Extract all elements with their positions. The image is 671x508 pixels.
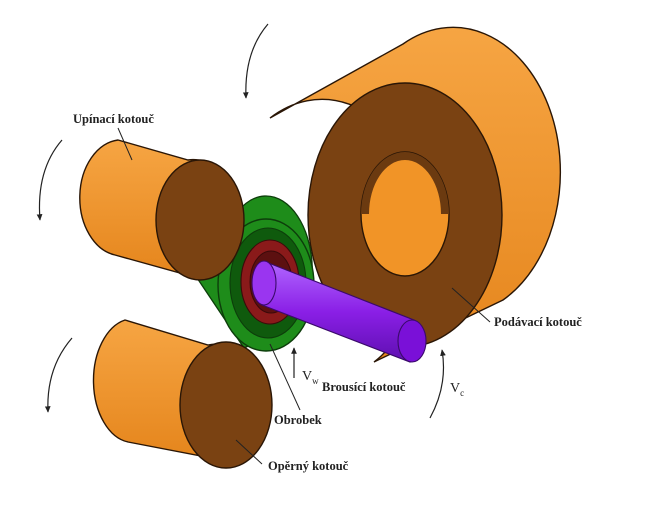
rotation-arrow-upper-left xyxy=(36,139,63,221)
leader-podavaci xyxy=(451,287,491,323)
grinding-shaft xyxy=(251,260,427,363)
label-operny-kotouc: Opěrný kotouč xyxy=(268,459,349,473)
support-wheel xyxy=(92,319,273,469)
leader-obrobek xyxy=(269,343,301,411)
feeding-wheel xyxy=(269,26,562,363)
label-upinaci-kotouc: Upínací kotouč xyxy=(73,112,154,126)
leader-upinaci xyxy=(117,127,133,161)
label-brousici-kotouc: Brousící kotouč xyxy=(322,380,406,394)
label-podavaci-kotouc: Podávací kotouč xyxy=(494,315,582,329)
symbol-vc-sub: c xyxy=(460,388,464,398)
symbol-vw-main: V xyxy=(302,369,312,384)
rotation-arrow-lower-left xyxy=(44,337,73,413)
label-obrobek: Obrobek xyxy=(274,413,322,427)
symbol-vc: Vc xyxy=(450,381,464,398)
clamping-wheel xyxy=(79,139,245,281)
symbol-vw: Vw xyxy=(302,369,319,386)
leader-operny xyxy=(235,439,263,465)
symbol-vc-main: V xyxy=(450,381,460,396)
symbol-vw-sub: w xyxy=(312,376,319,386)
rotation-arrow-right xyxy=(429,349,446,419)
rotation-arrow-top xyxy=(242,23,269,99)
